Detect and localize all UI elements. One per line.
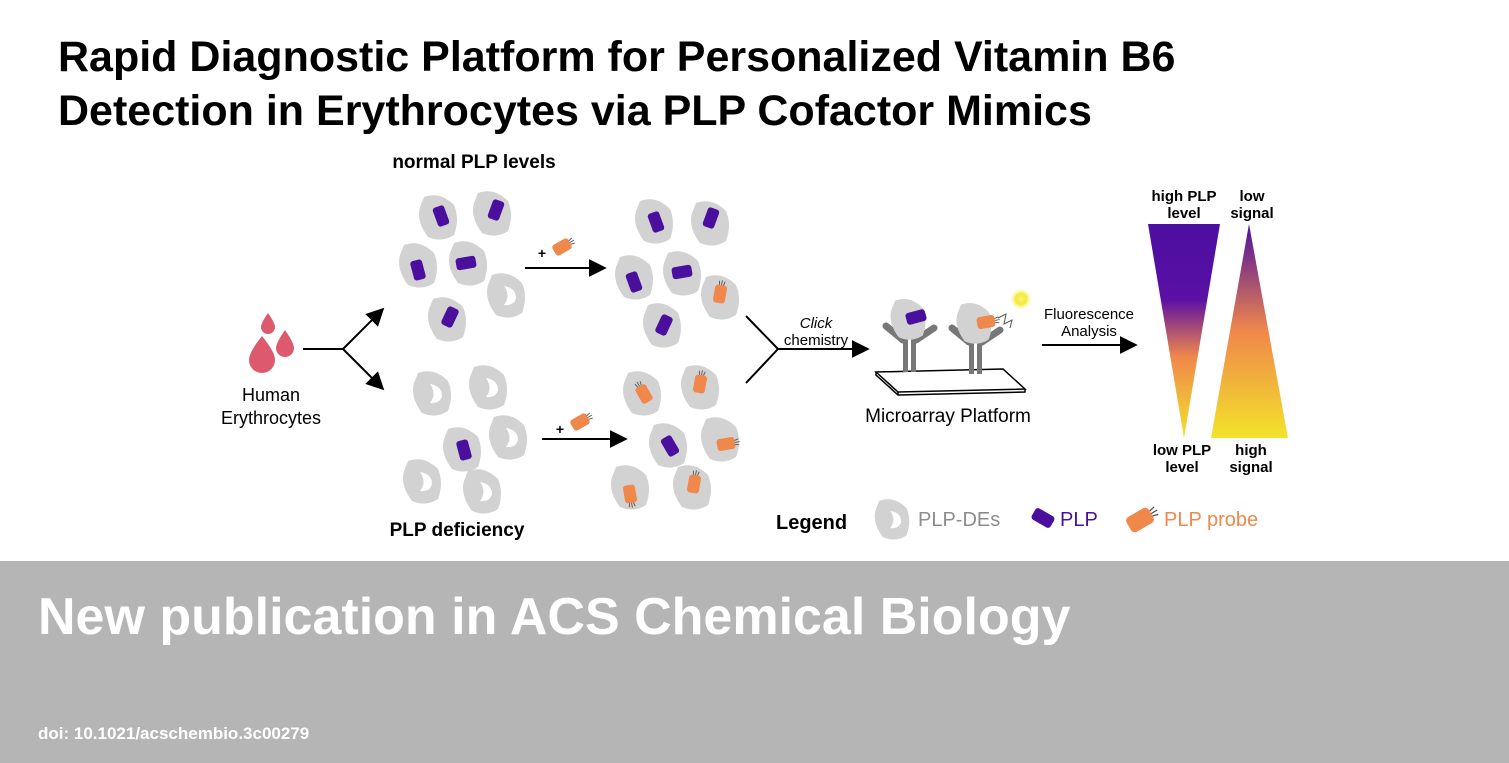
probe-addition-arrow-bottom: + — [542, 409, 628, 448]
plus-sign-bottom: + — [556, 421, 564, 437]
deficiency-label: PLP deficiency — [390, 520, 525, 541]
input-label-1: Human — [242, 385, 300, 405]
title-line-2: Detection in Erythrocytes via PLP Cofact… — [58, 87, 1092, 135]
click-label: Click — [800, 315, 834, 332]
plp-legend-icon — [1030, 506, 1056, 530]
legend-title: Legend — [776, 512, 847, 534]
legend: Legend PLP-DEs PLP PLP probe — [776, 499, 1258, 540]
doi-link[interactable]: doi: 10.1021/acschembio.3c00279 — [38, 724, 310, 743]
probe-legend-icon — [1123, 501, 1163, 535]
low-signal-label-1: low — [1240, 188, 1265, 205]
high-signal-label-2: signal — [1229, 459, 1272, 476]
microarray-platform — [874, 289, 1031, 396]
diagram: Human Erythrocytes normal PLP levels + — [221, 152, 1288, 541]
high-plp-label-1: high PLP — [1152, 188, 1217, 205]
low-plp-label-1: low PLP — [1153, 442, 1211, 459]
normal-plp-label: normal PLP levels — [392, 152, 555, 173]
plus-sign-top: + — [538, 245, 546, 261]
slide-title: Rapid Diagnostic Platform for Personaliz… — [58, 30, 1175, 138]
merge-arrows — [745, 315, 870, 384]
footer-band: New publication in ACS Chemical Biology … — [0, 561, 1509, 763]
legend-plp-label: PLP — [1060, 509, 1098, 531]
plp-level-triangle — [1148, 224, 1220, 438]
chemistry-label: chemistry — [784, 332, 849, 349]
enzyme-legend-icon — [874, 499, 910, 540]
blood-drops-icon — [249, 313, 294, 373]
title-line-1: Rapid Diagnostic Platform for Personaliz… — [58, 33, 1176, 81]
low-signal-label-2: signal — [1230, 205, 1273, 222]
signal-triangle — [1211, 224, 1288, 438]
normal-enzymes-before — [399, 191, 525, 342]
legend-probe-label: PLP probe — [1164, 509, 1258, 531]
normal-enzymes-after — [615, 199, 739, 348]
high-plp-label-2: level — [1167, 205, 1200, 222]
analysis-label: Analysis — [1061, 323, 1117, 340]
publication-banner: New publication in ACS Chemical Biology — [38, 588, 1071, 646]
low-plp-label-2: level — [1165, 459, 1198, 476]
input-label-2: Erythrocytes — [221, 408, 321, 428]
legend-enzyme-label: PLP-DEs — [918, 509, 1000, 531]
probe-addition-arrow-top: + — [525, 234, 607, 277]
platform-label: Microarray Platform — [865, 406, 1031, 427]
split-arrows — [303, 307, 385, 391]
high-signal-label-1: high — [1235, 442, 1267, 459]
deficient-enzymes-after — [611, 365, 742, 510]
deficient-enzymes-before — [403, 365, 527, 514]
fluorescence-label: Fluorescence — [1044, 306, 1134, 323]
